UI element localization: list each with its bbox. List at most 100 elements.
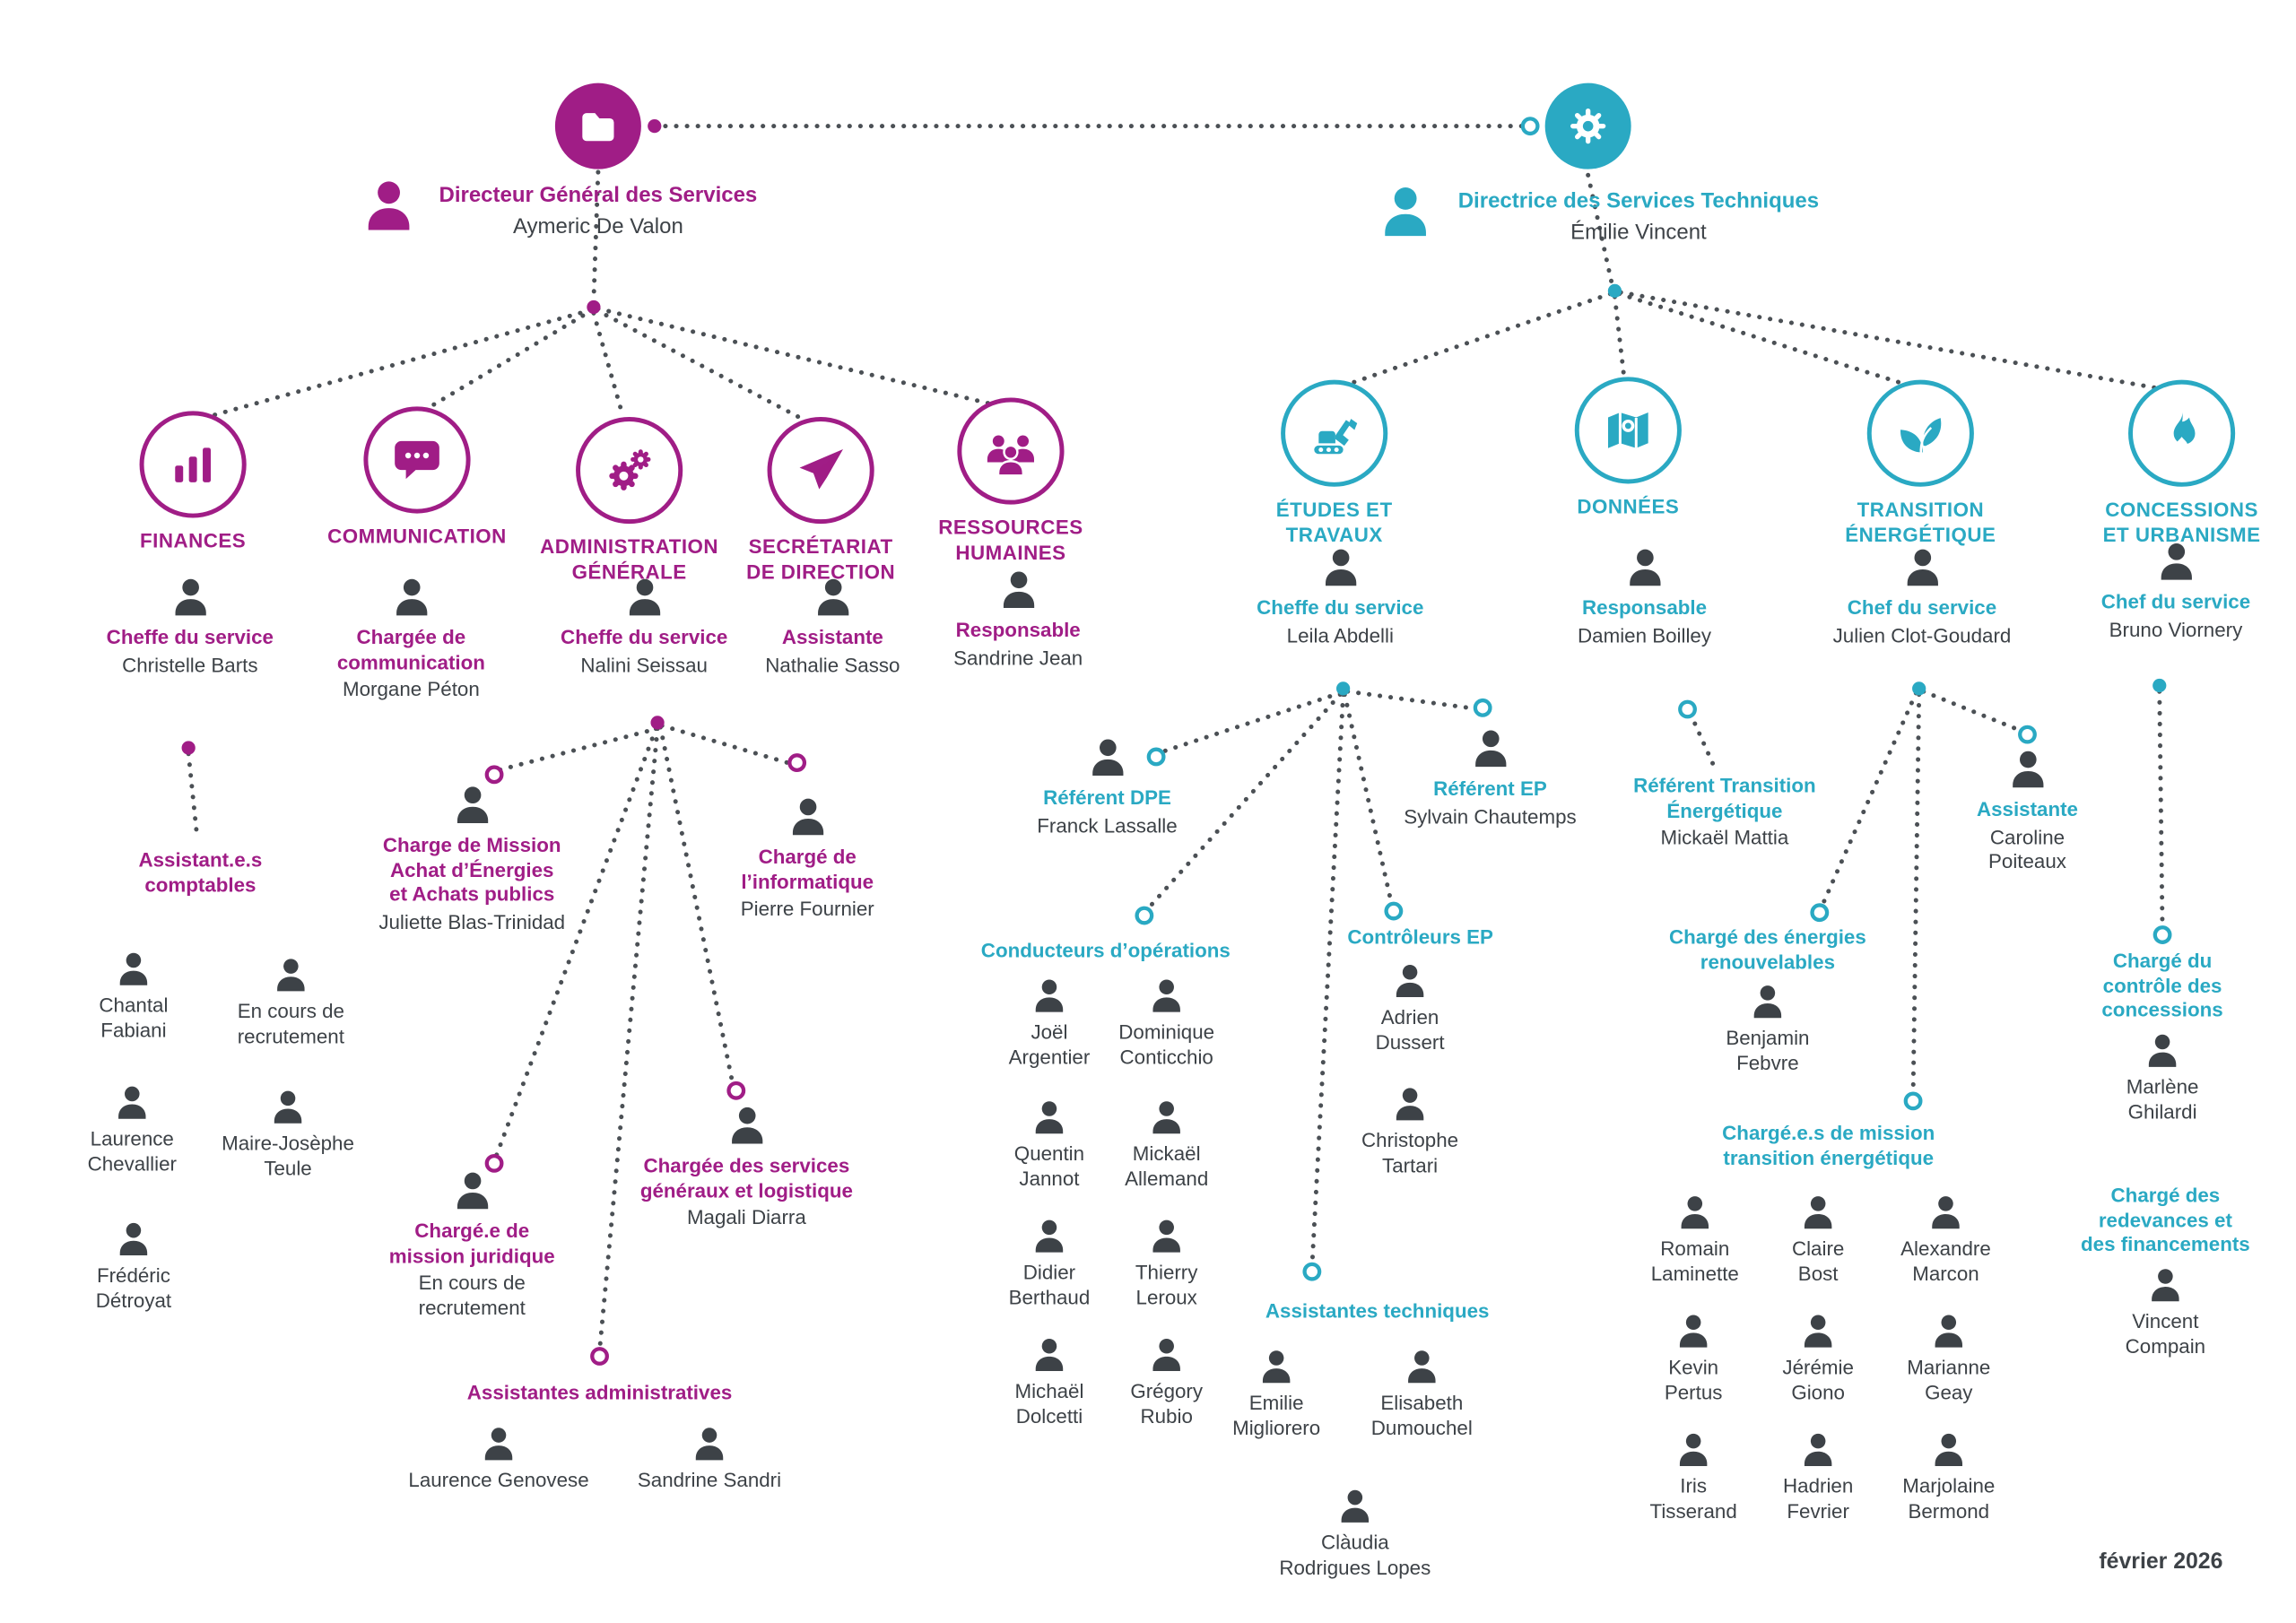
person-name: Joël Argentier	[1008, 1020, 1091, 1069]
person-icon	[1035, 1338, 1064, 1372]
person-name: Iris Tisserand	[1649, 1474, 1737, 1523]
folder-icon	[582, 113, 614, 142]
dotted-connector	[1618, 290, 2163, 392]
dept-circle	[363, 406, 471, 514]
person-icon	[695, 1428, 724, 1461]
junction-dot	[650, 716, 665, 730]
dotted-connector	[1345, 689, 1483, 712]
person-icon	[1408, 1350, 1436, 1384]
person-name: Thierry Leroux	[1135, 1261, 1198, 1309]
person-name: Laurence Chevallier	[87, 1127, 177, 1176]
node-dep-finances: FINANCES	[52, 411, 334, 554]
person-icon	[1906, 549, 1938, 586]
person-icon	[1679, 1315, 1708, 1348]
node-et-c7: Michaël Dolcetti	[982, 1335, 1116, 1429]
node-dep-admin: ADMINISTRATION GÉNÉRALE	[488, 417, 770, 586]
person-icon	[792, 798, 823, 836]
person-name: Leila Abdelli	[1286, 624, 1394, 647]
node-con-redev: Chargé des redevances et des financement…	[2054, 1185, 2276, 1360]
folder-badge	[554, 82, 641, 169]
person-icon	[1341, 1489, 1370, 1523]
dotted-connector	[597, 726, 660, 1353]
person-icon	[2160, 543, 2192, 580]
node-et-c8: Grégory Rubio	[1103, 1335, 1231, 1429]
dept-label: DONNÉES	[1577, 495, 1680, 518]
role-label: Chargé du contrôle des concessions	[2101, 950, 2223, 1022]
dotted-connector	[1158, 690, 1343, 755]
junction-ring	[590, 1347, 609, 1366]
person-icon	[731, 1107, 762, 1144]
person-icon	[2152, 1269, 2179, 1302]
role-label: Cheffe du service	[561, 626, 728, 649]
person-name: Marianne Geay	[1907, 1356, 1991, 1404]
junction-ring	[1678, 699, 1697, 719]
person-name: Dominique Conticchio	[1118, 1020, 1215, 1069]
role-label: Responsable	[1582, 596, 1708, 620]
junction-ring	[726, 1081, 746, 1100]
node-dep-donnees: DONNÉES	[1487, 377, 1769, 520]
person-icon	[1804, 1315, 1832, 1348]
dept-circle	[2128, 379, 2236, 487]
role-label: Conducteurs d’opérations	[980, 939, 1231, 962]
person-icon	[1679, 1433, 1708, 1466]
node-et-group-ctrl: Contrôleurs EP	[1301, 926, 1539, 951]
node-te-m6: Marianne Geay	[1867, 1312, 2031, 1406]
person-name: Nathalie Sasso	[765, 654, 900, 677]
person-name: Laurence Genovese	[408, 1469, 589, 1492]
person-icon	[457, 1172, 488, 1210]
dotted-connector	[594, 308, 804, 421]
person-name: Michaël Dolcetti	[1014, 1379, 1084, 1428]
person-name: Mickaël Allemand	[1125, 1142, 1209, 1190]
person-name: Maire-Josèphe Teule	[222, 1132, 354, 1180]
node-et-at2: Elisabeth Dumouchel	[1333, 1348, 1511, 1442]
node-et-ct2: Christophe Tartari	[1321, 1085, 1500, 1179]
person-icon	[1035, 1219, 1064, 1253]
node-te-m1: Romain Laminette	[1613, 1193, 1777, 1287]
person-icon	[1681, 1196, 1709, 1229]
person-name: Hadrien Fevrier	[1783, 1474, 1854, 1523]
person-name: En cours de recrutement	[237, 1000, 344, 1047]
role-label: Assistante	[781, 626, 883, 649]
leaves-icon	[1900, 418, 1942, 454]
dotted-connector	[1342, 691, 1395, 909]
person-icon	[1474, 730, 1506, 768]
junction-dot	[1335, 681, 1351, 696]
flame-icon	[2173, 412, 2196, 452]
person-icon	[1035, 979, 1064, 1012]
node-adm-achats: Charge de Mission Achat d’Énergies et Ac…	[338, 784, 605, 936]
dept-label: ADMINISTRATION GÉNÉRALE	[540, 535, 719, 583]
chat-icon	[395, 440, 439, 480]
role-label: Chargé.e.s de mission transition énergét…	[1722, 1122, 1935, 1169]
person-name: Benjamin Febvre	[1726, 1027, 1810, 1075]
role-label: Assistantes administratives	[466, 1381, 733, 1404]
person-icon	[1152, 1101, 1180, 1134]
junction-dot	[587, 299, 601, 315]
person-icon	[1325, 549, 1356, 586]
junction-ring	[1135, 906, 1154, 925]
node-et-group-cond: Conducteurs d’opérations	[950, 940, 1262, 965]
dotted-connector	[1309, 691, 1346, 1270]
person-name: Claire Bost	[1791, 1237, 1845, 1285]
person-name: En cours de recrutement	[418, 1271, 526, 1320]
person-name: Christelle Barts	[122, 654, 258, 677]
dotted-connector	[493, 726, 658, 1160]
node-te-m4: Kevin Pertus	[1619, 1312, 1767, 1406]
person-icon	[118, 1086, 146, 1119]
dotted-connector	[1818, 690, 1918, 911]
junction-ring	[1384, 901, 1404, 921]
node-et-group-at: Assistantes techniques	[1229, 1300, 1526, 1325]
role-label: Chef du service	[2100, 590, 2251, 613]
dotted-connector	[2157, 689, 2165, 933]
dept-circle	[1866, 379, 1974, 487]
person-name: Romain Laminette	[1650, 1237, 1739, 1285]
dept-circle	[576, 417, 683, 525]
role-label: Référent EP	[1433, 777, 1547, 800]
